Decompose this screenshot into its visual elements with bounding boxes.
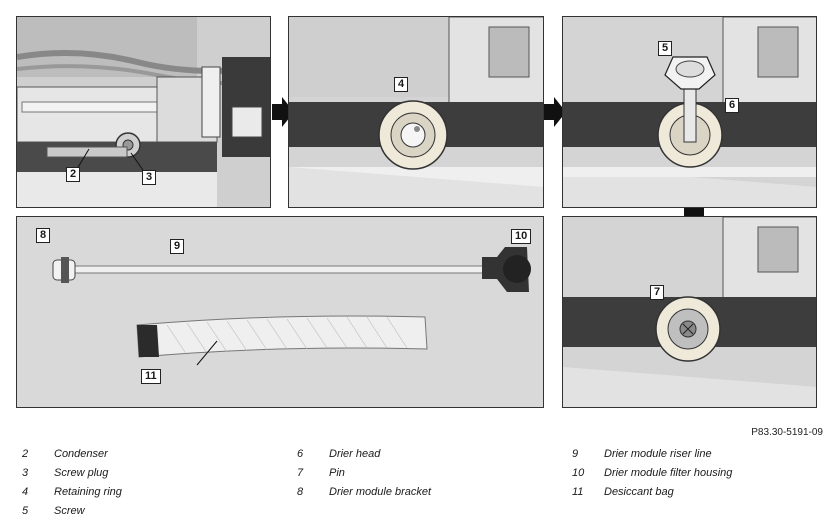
panel-screw-illustration bbox=[563, 17, 816, 207]
legend-column-2: 6 Drier head 7 Pin 8 Drier module bracket bbox=[275, 444, 431, 501]
callout-3: 3 bbox=[142, 170, 157, 185]
callout-10: 10 bbox=[511, 229, 532, 244]
callout-8: 8 bbox=[36, 228, 51, 243]
right-arrow-icon bbox=[272, 97, 294, 127]
reference-code: P83.30-5191-09 bbox=[751, 427, 823, 438]
legend-item: 6 Drier head bbox=[275, 444, 431, 463]
panel-condenser-overview bbox=[16, 16, 271, 208]
legend-label: Screw plug bbox=[54, 466, 109, 479]
panel-condenser-illustration bbox=[17, 17, 270, 207]
callout-11: 11 bbox=[141, 369, 161, 384]
panel-drier-parts-illustration bbox=[17, 217, 543, 407]
legend-label: Drier module bracket bbox=[329, 485, 432, 498]
legend-item: 7 Pin bbox=[275, 463, 431, 482]
legend-item: 4 Retaining ring bbox=[0, 482, 122, 501]
legend-label: Drier module filter housing bbox=[604, 466, 733, 479]
legend-number: 2 bbox=[22, 447, 29, 460]
legend-item: 9 Drier module riser line bbox=[550, 444, 732, 463]
legend-number: 11 bbox=[572, 485, 584, 498]
legend-label: Drier head bbox=[329, 447, 381, 460]
callout-7: 7 bbox=[650, 285, 665, 300]
callout-4: 4 bbox=[394, 77, 409, 92]
legend-number: 8 bbox=[297, 485, 304, 498]
callout-2: 2 bbox=[66, 167, 81, 182]
legend-item: 10 Drier module filter housing bbox=[550, 463, 732, 482]
legend-label: Retaining ring bbox=[54, 485, 122, 498]
callout-6: 6 bbox=[725, 98, 740, 113]
panel-screw-drier-head bbox=[562, 16, 817, 208]
panel-pin bbox=[562, 216, 817, 408]
panel-retaining-ring bbox=[288, 16, 544, 208]
callout-5: 5 bbox=[658, 41, 673, 56]
panel-pin-illustration bbox=[563, 217, 816, 407]
legend-item: 8 Drier module bracket bbox=[275, 482, 431, 501]
legend-column-3: 9 Drier module riser line 10 Drier module … bbox=[550, 444, 732, 501]
legend-number: 5 bbox=[22, 504, 29, 517]
legend-label: Desiccant bag bbox=[604, 485, 674, 498]
legend-number: 4 bbox=[22, 485, 29, 498]
legend-number: 3 bbox=[22, 466, 29, 479]
legend-item: 5 Screw bbox=[0, 501, 122, 520]
legend-label: Pin bbox=[329, 466, 345, 479]
legend-number: 6 bbox=[297, 447, 304, 460]
right-arrow-icon bbox=[544, 97, 566, 127]
legend-item: 11 Desiccant bag bbox=[550, 482, 732, 501]
legend-item: 2 Condenser bbox=[0, 444, 122, 463]
legend-label: Screw bbox=[54, 504, 85, 517]
legend-label: Condenser bbox=[54, 447, 108, 460]
legend-label: Drier module riser line bbox=[604, 447, 712, 460]
callout-9: 9 bbox=[170, 239, 185, 254]
legend-number: 7 bbox=[297, 466, 304, 479]
legend-number: 10 bbox=[572, 466, 585, 479]
legend-column-1: 2 Condenser 3 Screw plug 4 Retaining ring 5… bbox=[0, 444, 122, 520]
legend-number: 9 bbox=[572, 447, 579, 460]
legend-item: 3 Screw plug bbox=[0, 463, 122, 482]
panel-drier-parts bbox=[16, 216, 544, 408]
panel-retaining-ring-illustration bbox=[289, 17, 543, 207]
